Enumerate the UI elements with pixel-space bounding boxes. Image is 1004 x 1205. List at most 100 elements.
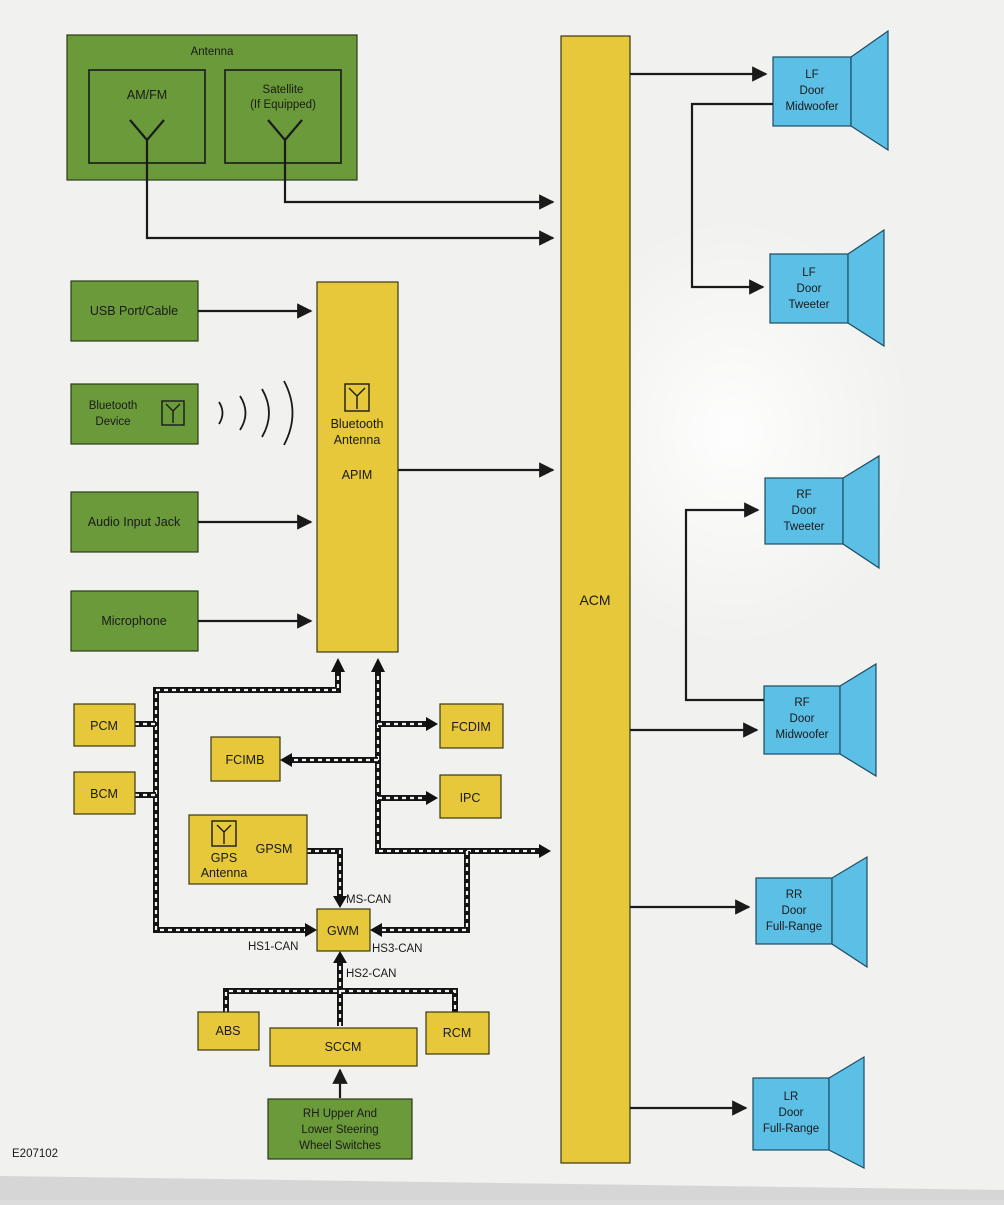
can-modules: PCM BCM FCIMB FCDIM IPC GPS Antenna GPSM… (73, 703, 504, 1160)
arrowhead-to-fcdim (426, 717, 438, 731)
usb-port-label: USB Port/Cable (90, 304, 178, 318)
usb-port-box (70, 280, 199, 342)
steering-switches-label-2: Lower Steering (301, 1124, 378, 1136)
steering-switches-label-3: Wheel Switches (299, 1140, 381, 1152)
rr-fullrange-label-2: Door (782, 905, 807, 917)
sccm-label: SCCM (325, 1040, 362, 1054)
bluetooth-antenna-icon (344, 383, 370, 412)
arrowhead-hs1-to-gwm (305, 923, 317, 937)
antenna-group: Antenna AM/FM Satellite (If Equipped) (66, 34, 358, 181)
apim-label: APIM (342, 468, 373, 482)
gwm-box (316, 908, 371, 952)
satellite-box (224, 69, 342, 164)
bluetooth-device-label-2: Device (95, 416, 130, 428)
rcm-box (425, 1011, 490, 1055)
lf-tweeter-box (769, 253, 849, 324)
antenna-title: Antenna (191, 46, 234, 58)
lf-midwoofer-label-3: Midwoofer (785, 101, 838, 113)
lf-tweeter-label-1: LF (802, 267, 815, 279)
arrowhead-to-acm (539, 844, 551, 858)
figure-id: E207102 (12, 1148, 58, 1160)
speaker-rf-midwoofer: RF Door Midwoofer (763, 662, 877, 778)
rr-fullrange-label-3: Full-Range (766, 921, 822, 933)
speaker-rr-fullrange: RR Door Full-Range (755, 855, 868, 969)
satellite-antenna-icon (267, 119, 303, 163)
pcm-label: PCM (90, 719, 118, 733)
gps-antenna-icon (211, 820, 237, 847)
rf-midwoofer-label-2: Door (790, 713, 815, 725)
speaker-lr-fullrange: LR Door Full-Range (752, 1055, 865, 1169)
rf-tweeter-cone (842, 454, 880, 570)
lf-tweeter-cone (847, 228, 885, 348)
rf-midwoofer-label-1: RF (794, 697, 809, 709)
bcm-box (73, 771, 136, 815)
lf-midwoofer-label-2: Door (800, 85, 825, 97)
antenna-box (66, 34, 358, 181)
rr-fullrange-cone (831, 855, 868, 969)
abs-label: ABS (215, 1024, 240, 1038)
lf-tweeter-label-3: Tweeter (789, 299, 830, 311)
bluetooth-antenna-label-2: Antenna (334, 433, 381, 447)
arrowhead-to-ipc (426, 791, 438, 805)
acm-label: ACM (579, 592, 610, 608)
lf-tweeter-label-2: Door (797, 283, 822, 295)
rcm-label: RCM (443, 1026, 471, 1040)
bluetooth-device-label-1: Bluetooth (89, 400, 138, 412)
ms-can-label: MS-CAN (346, 894, 391, 906)
bus-gpsm-to-gwm-dash (307, 849, 342, 898)
gpsm-box (188, 814, 308, 885)
pcm-box (73, 703, 136, 747)
steering-switches-label-1: RH Upper And (303, 1108, 377, 1120)
wire-satellite-to-acm (283, 163, 555, 210)
speaker-rf-tweeter: RF Door Tweeter (764, 454, 880, 570)
arrowhead-hs3-to-gwm (370, 923, 382, 937)
apim-box (316, 281, 399, 653)
audio-input-jack-box (70, 491, 199, 553)
fcimb-label: FCIMB (226, 753, 265, 767)
microphone-label: Microphone (101, 614, 166, 628)
rf-tweeter-label-2: Door (792, 505, 817, 517)
acm-box (560, 35, 631, 1164)
wireless-signal-icon (218, 380, 294, 446)
input-devices: USB Port/Cable Bluetooth Device Audio In… (70, 280, 294, 652)
rr-fullrange-label-1: RR (786, 889, 803, 901)
bus-hs2-can-dash (224, 961, 457, 1026)
fcdim-label: FCDIM (451, 720, 491, 734)
bus-hs1-can-dash (154, 668, 340, 932)
arrowhead-to-apim-left (331, 658, 345, 672)
wire-amfm-to-acm (145, 163, 555, 246)
bluetooth-device-antenna-icon (161, 400, 185, 426)
apim-module: Bluetooth Antenna APIM (316, 281, 399, 653)
satellite-label-1: Satellite (263, 84, 304, 96)
gps-antenna-label-1: GPS (211, 851, 237, 865)
microphone-box (70, 590, 199, 652)
arrowhead-hs2-to-gwm (333, 951, 347, 963)
acm-module: ACM (560, 35, 631, 1164)
bus-labels: MS-CAN HS1-CAN HS3-CAN HS2-CAN (248, 894, 422, 980)
lr-fullrange-label-3: Full-Range (763, 1123, 819, 1135)
speaker-lf-midwoofer: LF Door Midwoofer (772, 29, 889, 152)
fcdim-box (439, 703, 504, 749)
hs1-can-label: HS1-CAN (248, 941, 298, 953)
speaker-lf-tweeter: LF Door Tweeter (769, 228, 885, 348)
bluetooth-device-box (70, 383, 199, 445)
rf-tweeter-box (764, 477, 844, 545)
wire-lf-midwoofer-to-tweeter (690, 102, 773, 295)
sccm-box (269, 1027, 418, 1067)
bcm-label: BCM (90, 787, 118, 801)
ipc-label: IPC (460, 791, 481, 805)
fcimb-box (210, 736, 281, 782)
bus-ms-can-branches-dash (290, 722, 428, 800)
lr-fullrange-label-2: Door (779, 1107, 804, 1119)
amfm-label: AM/FM (127, 88, 167, 102)
gps-antenna-label-2: Antenna (201, 866, 248, 880)
ipc-box (439, 774, 502, 819)
can-bus-lines (135, 668, 541, 1026)
lr-fullrange-label-1: LR (784, 1091, 799, 1103)
lf-midwoofer-box (772, 56, 852, 127)
arrowhead-ms-to-gwm (333, 896, 347, 908)
rf-tweeter-label-1: RF (796, 489, 811, 501)
can-bus-arrowheads (280, 658, 551, 963)
arrowhead-to-apim-right (371, 658, 385, 672)
